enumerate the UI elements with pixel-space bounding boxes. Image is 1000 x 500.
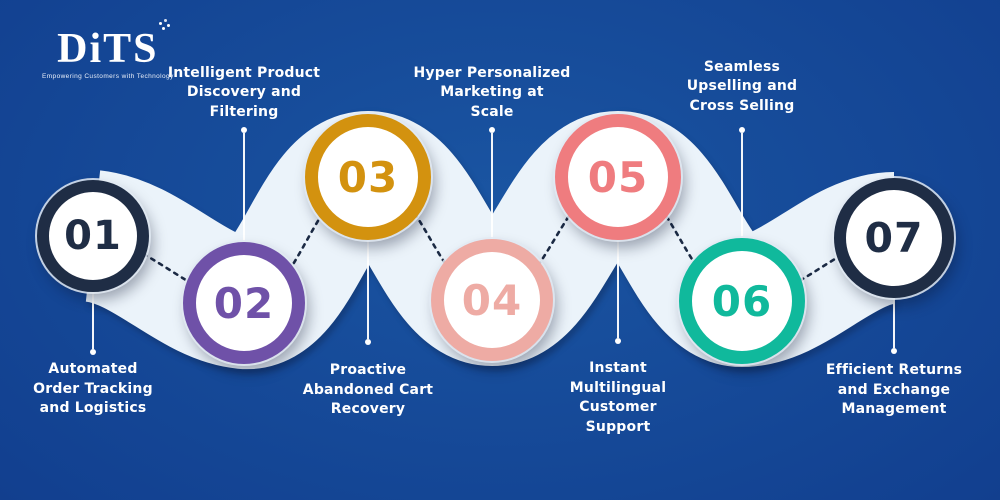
brand-text: DiTS (57, 26, 165, 72)
pointer-line (367, 238, 369, 339)
label-line: Intelligent Product (167, 64, 321, 81)
pointer-dot (241, 127, 247, 133)
label-line: Support (585, 418, 651, 435)
label-line: Abandoned Cart (302, 381, 434, 398)
pointer-dot (90, 349, 96, 355)
step-05-circle: 05 (555, 114, 681, 240)
pointer-dot (739, 127, 745, 133)
step-number: 01 (64, 213, 122, 259)
step-number: 03 (337, 152, 399, 202)
pointer-dot (365, 339, 371, 345)
pointer-line (741, 133, 743, 240)
pointer-line (491, 133, 493, 241)
pointer-dot (891, 348, 897, 354)
step-number: 02 (213, 278, 275, 328)
label-line: Discovery and (186, 84, 302, 100)
label-line: and Logistics (39, 400, 147, 416)
label-line: Multilingual (569, 379, 667, 396)
step-number: 04 (461, 275, 523, 325)
label-line: Cross Selling (689, 97, 795, 114)
label-line: Proactive (329, 362, 407, 378)
pointer-line (243, 133, 245, 244)
brand-wordmark: DiTS (57, 26, 159, 72)
label-line: Scale (470, 103, 514, 120)
pointer-line (92, 290, 94, 349)
label-line: Instant (589, 360, 647, 376)
label-line: Order Tracking (33, 380, 153, 397)
pointer-line (617, 238, 619, 338)
label-line: Efficient Returns (825, 362, 963, 378)
step-03-circle: 03 (305, 114, 431, 240)
label-line: Management (841, 401, 947, 417)
step-number: 07 (864, 214, 924, 262)
pointer-dot (489, 127, 495, 133)
step-04-circle: 04 (431, 239, 553, 361)
step-02-circle: 02 (183, 242, 305, 364)
label-line: Recovery (330, 401, 406, 417)
pointer-dot (615, 338, 621, 344)
label-line: Seamless (703, 58, 781, 75)
label-line: Marketing at (440, 84, 544, 100)
sparkle-icon (161, 27, 165, 30)
label-line: Automated (48, 361, 138, 377)
label-line: Upselling and (686, 78, 798, 94)
logo: DiTS Empowering Customers with Technolog… (42, 26, 174, 80)
logo-tagline: Empowering Customers with Technology (42, 73, 174, 80)
step-number: 05 (587, 152, 649, 202)
label-line: Hyper Personalized (413, 64, 571, 81)
step-01-circle: 01 (37, 180, 149, 292)
step-06-circle: 06 (679, 238, 805, 364)
label-line: Filtering (209, 103, 279, 120)
label-line: Customer (579, 399, 657, 415)
step-07-circle: 07 (834, 178, 954, 298)
step-number: 06 (711, 276, 773, 326)
label-line: and Exchange (837, 381, 951, 398)
pointer-line (893, 296, 895, 348)
